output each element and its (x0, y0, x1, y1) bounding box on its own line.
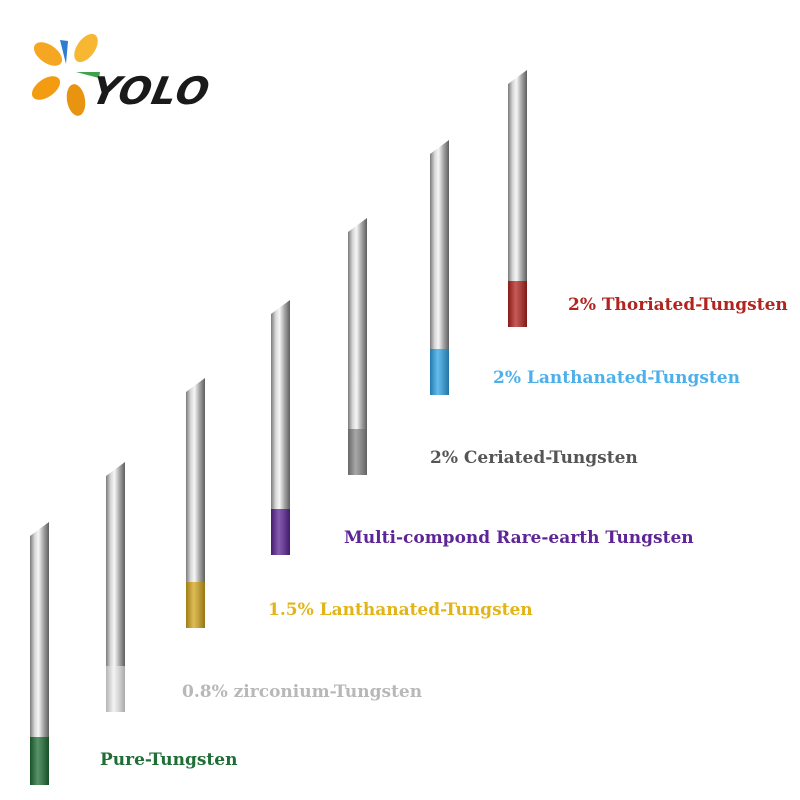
pinwheel-logo-icon (31, 33, 100, 116)
electrode-label: 0.8% zirconium-Tungsten (182, 682, 423, 702)
electrode-shaft (271, 300, 290, 509)
logo-petal (66, 84, 86, 116)
electrode-rod (30, 522, 49, 785)
electrode-label: Multi-compond Rare-earth Tungsten (344, 528, 694, 548)
electrode-label: Pure-Tungsten (100, 750, 238, 770)
electrode-shaft (30, 522, 49, 737)
electrode-rod (271, 300, 290, 555)
electrode-rod (508, 70, 527, 327)
electrode-rod (106, 462, 125, 712)
electrode-label: 2% Ceriated-Tungsten (430, 448, 638, 468)
electrode-label: 2% Lanthanated-Tungsten (493, 368, 740, 388)
electrode-shaft (348, 218, 367, 429)
logo-petal (31, 76, 61, 100)
logo-petal (74, 33, 98, 63)
electrode-shaft (508, 70, 527, 281)
electrode-shaft (430, 140, 449, 349)
electrode-label: 1.5% Lanthanated-Tungsten (268, 600, 533, 620)
electrode-rod (430, 140, 449, 395)
electrode-label: 2% Thoriated-Tungsten (568, 295, 788, 315)
electrode-rod (348, 218, 367, 475)
logo-accent-blue (60, 40, 68, 64)
logo-petal (33, 42, 63, 66)
logo-accent-green (76, 72, 100, 78)
electrode-shaft (186, 378, 205, 582)
electrode-rod (186, 378, 205, 628)
electrode-shaft (106, 462, 125, 666)
